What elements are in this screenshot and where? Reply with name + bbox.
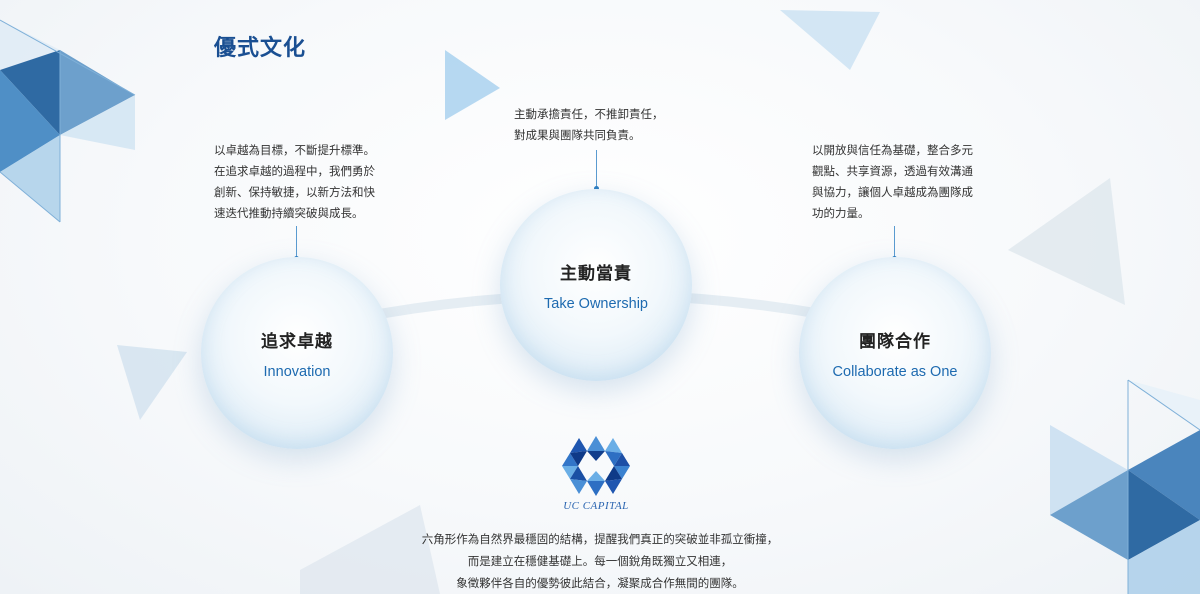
description-line: 功的力量。 [812,206,870,220]
value-title: 追求卓越 [261,331,333,352]
description-line: 主動承擔責任，不推卸責任， [514,107,664,121]
collaborate-description: 以開放與信任為基礎，整合多元 觀點、共享資源，透過有效溝通 與協力，讓個人卓越成… [812,140,973,224]
value-subtitle: Collaborate as One [832,363,958,380]
value-subtitle: Take Ownership [544,295,648,312]
footer-line: 而是建立在穩健基礎上。每一個銳角既獨立又相連， [467,554,733,568]
collaborate-connector [892,226,897,261]
hexagon-triangles-logo-icon [562,436,630,496]
bottom-right-triangles-icon [1050,379,1200,594]
value-title: 主動當責 [560,263,632,284]
top-left-triangles-icon [0,19,136,223]
ownership-description: 主動承擔責任，不推卸責任， 對成果與團隊共同負責。 [514,104,664,146]
floating-triangle-icon [780,10,880,70]
footer-line: 六角形作為自然界最穩固的結構，提醒我們真正的突破並非孤立衝撞， [421,532,779,546]
floating-triangle-icon [117,345,187,420]
collaborate-circle: 團隊合作 Collaborate as One [799,257,991,449]
floating-triangle-icon [445,50,500,120]
innovation-connector [294,226,299,261]
description-line: 在追求卓越的過程中，我們勇於 [214,164,375,178]
innovation-circle: 追求卓越 Innovation [201,257,393,449]
ownership-connector [594,150,599,191]
hexagon-description: 六角形作為自然界最穩固的結構，提醒我們真正的突破並非孤立衝撞， 而是建立在穩健基… [0,528,1200,594]
description-line: 速迭代推動持續突破與成長。 [214,206,364,220]
footer-line: 象徵夥伴各自的優勢彼此結合，凝聚成合作無間的團隊。 [456,576,744,590]
value-title: 團隊合作 [859,331,931,352]
description-line: 以卓越為目標，不斷提升標準。 [214,143,375,157]
logo-text: UC CAPITAL [563,500,629,512]
floating-triangle-icon [1008,178,1125,305]
description-line: 對成果與團隊共同負責。 [514,128,641,142]
ownership-circle: 主動當責 Take Ownership [500,189,692,381]
description-line: 觀點、共享資源，透過有效溝通 [812,164,973,178]
innovation-description: 以卓越為目標，不斷提升標準。 在追求卓越的過程中，我們勇於 創新、保持敏捷，以新… [214,140,375,224]
description-line: 與協力，讓個人卓越成為團隊成 [812,185,973,199]
description-line: 以開放與信任為基礎，整合多元 [812,143,973,157]
value-subtitle: Innovation [263,363,331,380]
section-title: 優式文化 [214,36,307,61]
description-line: 創新、保持敏捷，以新方法和快 [214,185,375,199]
floating-triangle-icon [300,505,440,594]
